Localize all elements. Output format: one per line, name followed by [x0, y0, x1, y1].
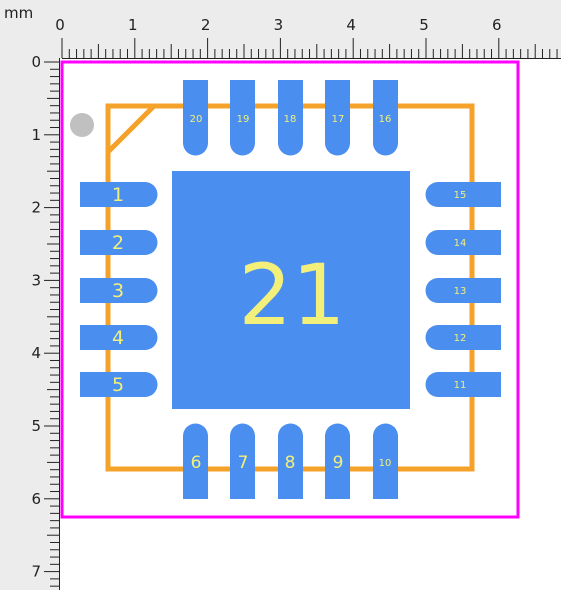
ruler-y-label: 3 [31, 271, 41, 289]
ruler-x-label: 4 [346, 16, 356, 34]
pad-left-3[interactable]: 3 [80, 278, 158, 303]
pad-right-12[interactable]: 12 [425, 325, 502, 350]
ruler-y-label: 6 [31, 490, 41, 508]
pin-label: 8 [285, 453, 296, 473]
ruler-x-label: 0 [55, 16, 65, 34]
pad-bottom-6[interactable]: 6 [183, 423, 208, 500]
thermal-pad[interactable] [172, 171, 410, 409]
pin-label: 2 [112, 232, 124, 254]
ruler-y-label: 7 [31, 563, 41, 581]
pin-label: 4 [112, 327, 124, 349]
pin1-marker-dot [70, 113, 94, 137]
pad-bottom-10[interactable]: 10 [373, 423, 398, 500]
ruler-x-label: 1 [128, 16, 138, 34]
pin-label: 19 [237, 114, 250, 125]
pin-label: 11 [454, 380, 467, 391]
pad-bottom-9[interactable]: 9 [325, 423, 350, 500]
ruler-ticks [44, 38, 561, 590]
pad-left-1[interactable]: 1 [80, 182, 158, 207]
pad-left-5[interactable]: 5 [80, 372, 158, 397]
ruler-y-label: 5 [31, 417, 41, 435]
pin-label: 18 [284, 114, 297, 125]
ruler-y-label: 0 [31, 53, 41, 71]
pad-top-16[interactable]: 16 [373, 80, 398, 156]
pad-left-2[interactable]: 2 [80, 230, 158, 255]
pin-label: 3 [112, 280, 124, 302]
ruler-y-label: 2 [31, 199, 41, 217]
ruler-x-label: 5 [419, 16, 429, 34]
pad-right-11[interactable]: 11 [425, 372, 502, 397]
pin-label: 9 [333, 453, 344, 473]
pin-label: 1 [112, 184, 124, 206]
pad-right-13[interactable]: 13 [425, 278, 502, 303]
ruler-x-label: 6 [492, 16, 502, 34]
pad-top-19[interactable]: 19 [230, 80, 255, 156]
pad-right-14[interactable]: 14 [425, 230, 502, 255]
pad-top-18[interactable]: 18 [278, 80, 303, 156]
pin-label: 16 [379, 114, 392, 125]
pin-label: 14 [454, 238, 467, 249]
pad-bottom-8[interactable]: 8 [278, 423, 303, 500]
ruler-y-label: 1 [31, 126, 41, 144]
units-label: mm [4, 4, 33, 22]
pad-top-17[interactable]: 17 [325, 80, 350, 156]
pin-label: 17 [332, 114, 345, 125]
pad-right-15[interactable]: 15 [425, 182, 502, 207]
ruler-x-label: 3 [274, 16, 284, 34]
pin-label: 12 [454, 333, 467, 344]
thermal-pad-label: 21 [239, 246, 346, 344]
pin-label: 13 [454, 286, 467, 297]
pad-bottom-7[interactable]: 7 [230, 423, 255, 500]
pin-label: 6 [191, 453, 202, 473]
board-outline [60, 60, 520, 519]
pad-left-4[interactable]: 4 [80, 325, 158, 350]
pin-label: 20 [190, 114, 203, 125]
pin-label: 7 [238, 453, 249, 473]
pad-top-20[interactable]: 20 [183, 80, 208, 156]
ruler-y-label: 4 [31, 344, 41, 362]
pin-label: 5 [112, 374, 124, 396]
pin-label: 10 [379, 458, 392, 469]
pin-label: 15 [454, 190, 467, 201]
ruler-x-label: 2 [201, 16, 211, 34]
